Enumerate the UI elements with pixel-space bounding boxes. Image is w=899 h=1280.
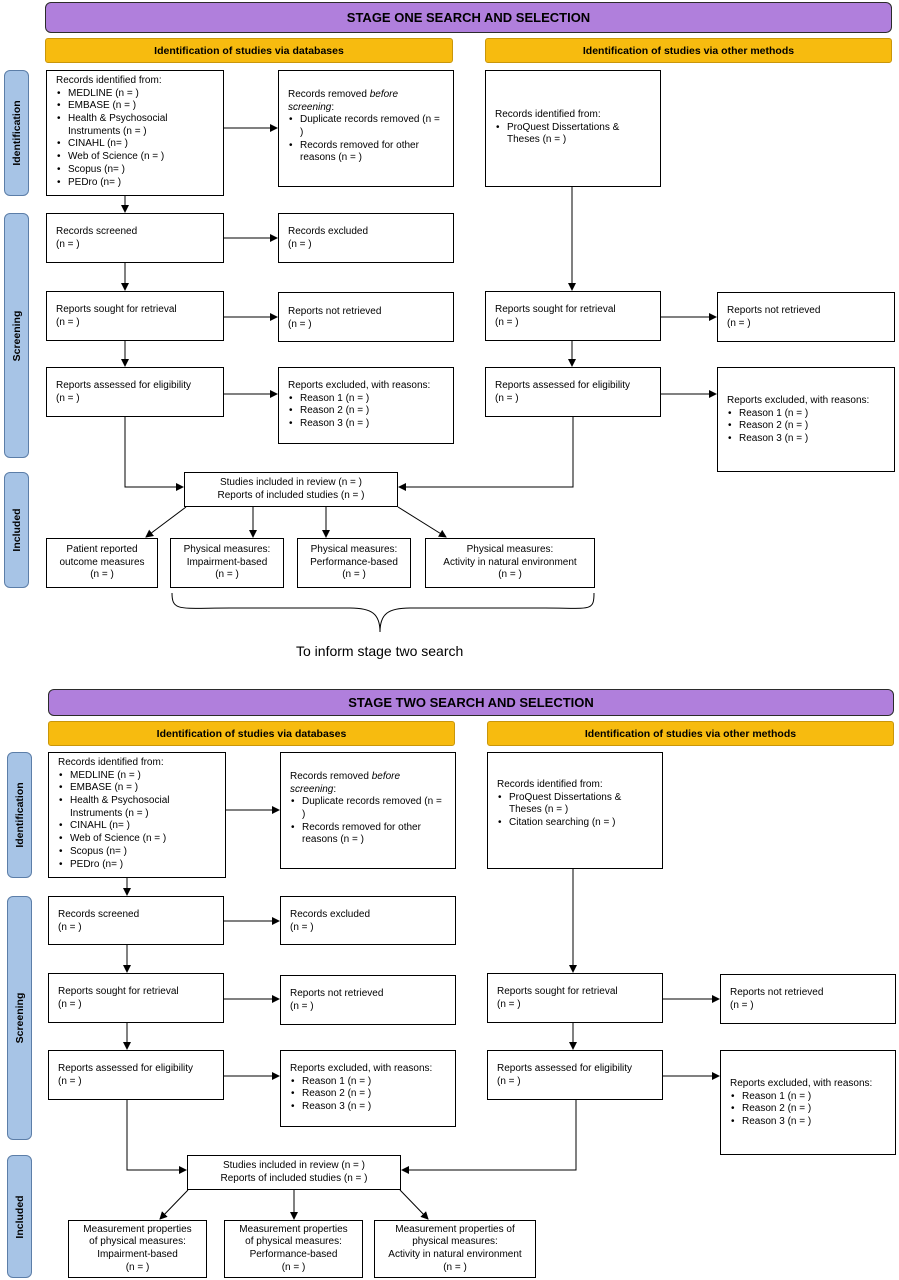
list-item: Reason 1 (n = ) — [289, 393, 444, 406]
list-item: Reason 2 (n = ) — [291, 1088, 446, 1101]
s1-other-reports-excluded-box: Reports excluded, with reasons: Reason 1… — [717, 367, 895, 472]
stage-two-screening-label: Screening — [7, 896, 32, 1140]
stage-two-title: STAGE TWO SEARCH AND SELECTION — [348, 695, 594, 710]
s2-other-reports-sought-box: Reports sought for retrieval(n = ) — [487, 973, 663, 1023]
list-item: Duplicate records removed (n = ) — [289, 114, 444, 139]
arrow — [124, 417, 184, 491]
list-item: Reason 1 (n = ) — [728, 408, 885, 421]
list-item: PEDro (n= ) — [57, 177, 214, 190]
s2-records-identified-box: Records identified from: MEDLINE (n = ) … — [48, 752, 226, 878]
stage-two-identification-label: Identification — [7, 752, 32, 878]
list-item: Reason 1 (n = ) — [731, 1091, 886, 1104]
list-item: Web of Science (n = ) — [57, 151, 214, 164]
s2-reports-assessed-box: Reports assessed for eligibility(n = ) — [48, 1050, 224, 1100]
stage-one-banner: STAGE ONE SEARCH AND SELECTION — [45, 2, 892, 33]
s2-reports-excluded-box: Reports excluded, with reasons: Reason 1… — [280, 1050, 456, 1127]
list-item: Reason 1 (n = ) — [291, 1076, 446, 1089]
arrow — [126, 1100, 187, 1174]
list-item: Reason 2 (n = ) — [289, 405, 444, 418]
s1-other-reports-sought-box: Reports sought for retrieval(n = ) — [485, 291, 661, 341]
s2-records-excluded-box: Records excluded(n = ) — [280, 896, 456, 945]
s1-reports-not-retrieved-box: Reports not retrieved(n = ) — [278, 292, 454, 342]
brace — [171, 592, 595, 633]
s2-records-removed-box: Records removed before screening: Duplic… — [280, 752, 456, 869]
s1-outcome-box-activity: Physical measures:Activity in natural en… — [425, 538, 595, 588]
arrow — [398, 417, 574, 491]
list-item: CINAHL (n= ) — [57, 138, 214, 151]
s1-records-identified-box: Records identified from: MEDLINE (n = ) … — [46, 70, 224, 196]
arrow — [399, 1189, 429, 1220]
stage-two-db-header: Identification of studies via databases — [48, 721, 455, 746]
list-item: Scopus (n= ) — [59, 846, 216, 859]
stage-one-other-header: Identification of studies via other meth… — [485, 38, 892, 63]
s1-other-reports-not-retrieved-box: Reports not retrieved(n = ) — [717, 292, 895, 342]
list-item: Health & Psychosocial Instruments (n = ) — [59, 795, 216, 820]
list-item: Reason 3 (n = ) — [291, 1101, 446, 1114]
s2-other-reports-not-retrieved-box: Reports not retrieved(n = ) — [720, 974, 896, 1024]
arrow — [397, 506, 447, 538]
stage-one-db-header: Identification of studies via databases — [45, 38, 453, 63]
list-item: Scopus (n= ) — [57, 164, 214, 177]
s1-other-records-identified-box: Records identified from: ProQuest Disser… — [485, 70, 661, 187]
list-item: Reason 3 (n = ) — [289, 418, 444, 431]
list-item: EMBASE (n = ) — [59, 782, 216, 795]
list-item: Reason 2 (n = ) — [728, 420, 885, 433]
list-item: Health & Psychosocial Instruments (n = ) — [57, 113, 214, 138]
s2-reports-not-retrieved-box: Reports not retrieved(n = ) — [280, 975, 456, 1025]
s2-other-records-identified-box: Records identified from: ProQuest Disser… — [487, 752, 663, 869]
arrow — [401, 1100, 577, 1174]
s2-other-reports-excluded-box: Reports excluded, with reasons: Reason 1… — [720, 1050, 896, 1155]
s1-records-removed-box: Records removed before screening: Duplic… — [278, 70, 454, 187]
s1-reports-assessed-box: Reports assessed for eligibility(n = ) — [46, 367, 224, 417]
s2-records-screened-box: Records screened(n = ) — [48, 896, 224, 945]
list-item: PEDro (n= ) — [59, 859, 216, 872]
stage-two-other-header: Identification of studies via other meth… — [487, 721, 894, 746]
list-item: Records removed for other reasons (n = ) — [289, 140, 444, 165]
stage-two-banner: STAGE TWO SEARCH AND SELECTION — [48, 689, 894, 716]
stage-one-identification-label: Identification — [4, 70, 29, 196]
stage-one-included-label: Included — [4, 472, 29, 588]
list-item: Duplicate records removed (n = ) — [291, 796, 446, 821]
brace-note: To inform stage two search — [296, 643, 464, 659]
arrow — [145, 506, 187, 538]
list-item: Reason 2 (n = ) — [731, 1103, 886, 1116]
list-item: EMBASE (n = ) — [57, 100, 214, 113]
list-item: Reason 3 (n = ) — [731, 1116, 886, 1129]
s1-reports-excluded-box: Reports excluded, with reasons: Reason 1… — [278, 367, 454, 444]
s2-studies-included-box: Studies included in review (n = )Reports… — [187, 1155, 401, 1190]
s1-records-excluded-box: Records excluded(n = ) — [278, 213, 454, 263]
stage-two-included-label: Included — [7, 1155, 32, 1278]
s1-outcome-box-performance: Physical measures:Performance-based(n = … — [297, 538, 411, 588]
list-item: Reason 3 (n = ) — [728, 433, 885, 446]
stage-one-title: STAGE ONE SEARCH AND SELECTION — [346, 10, 591, 25]
s2-reports-sought-box: Reports sought for retrieval(n = ) — [48, 973, 224, 1023]
list-item: ProQuest Dissertations & Theses (n = ) — [498, 792, 653, 817]
list-item: Web of Science (n = ) — [59, 833, 216, 846]
s1-records-screened-box: Records screened(n = ) — [46, 213, 224, 263]
list-item: ProQuest Dissertations & Theses (n = ) — [496, 122, 651, 147]
list-item: MEDLINE (n = ) — [57, 88, 214, 101]
list-item: Citation searching (n = ) — [498, 817, 653, 830]
list-item: MEDLINE (n = ) — [59, 770, 216, 783]
stage-one-screening-label: Screening — [4, 213, 29, 458]
list-item: Records removed for other reasons (n = ) — [291, 822, 446, 847]
arrow — [159, 1189, 189, 1220]
s2-other-reports-assessed-box: Reports assessed for eligibility(n = ) — [487, 1050, 663, 1100]
s1-reports-sought-box: Reports sought for retrieval(n = ) — [46, 291, 224, 341]
s1-studies-included-box: Studies included in review (n = )Reports… — [184, 472, 398, 507]
s1-other-reports-assessed-box: Reports assessed for eligibility(n = ) — [485, 367, 661, 417]
list-item: CINAHL (n= ) — [59, 820, 216, 833]
s1-outcome-box-impairment: Physical measures:Impairment-based(n = ) — [170, 538, 284, 588]
